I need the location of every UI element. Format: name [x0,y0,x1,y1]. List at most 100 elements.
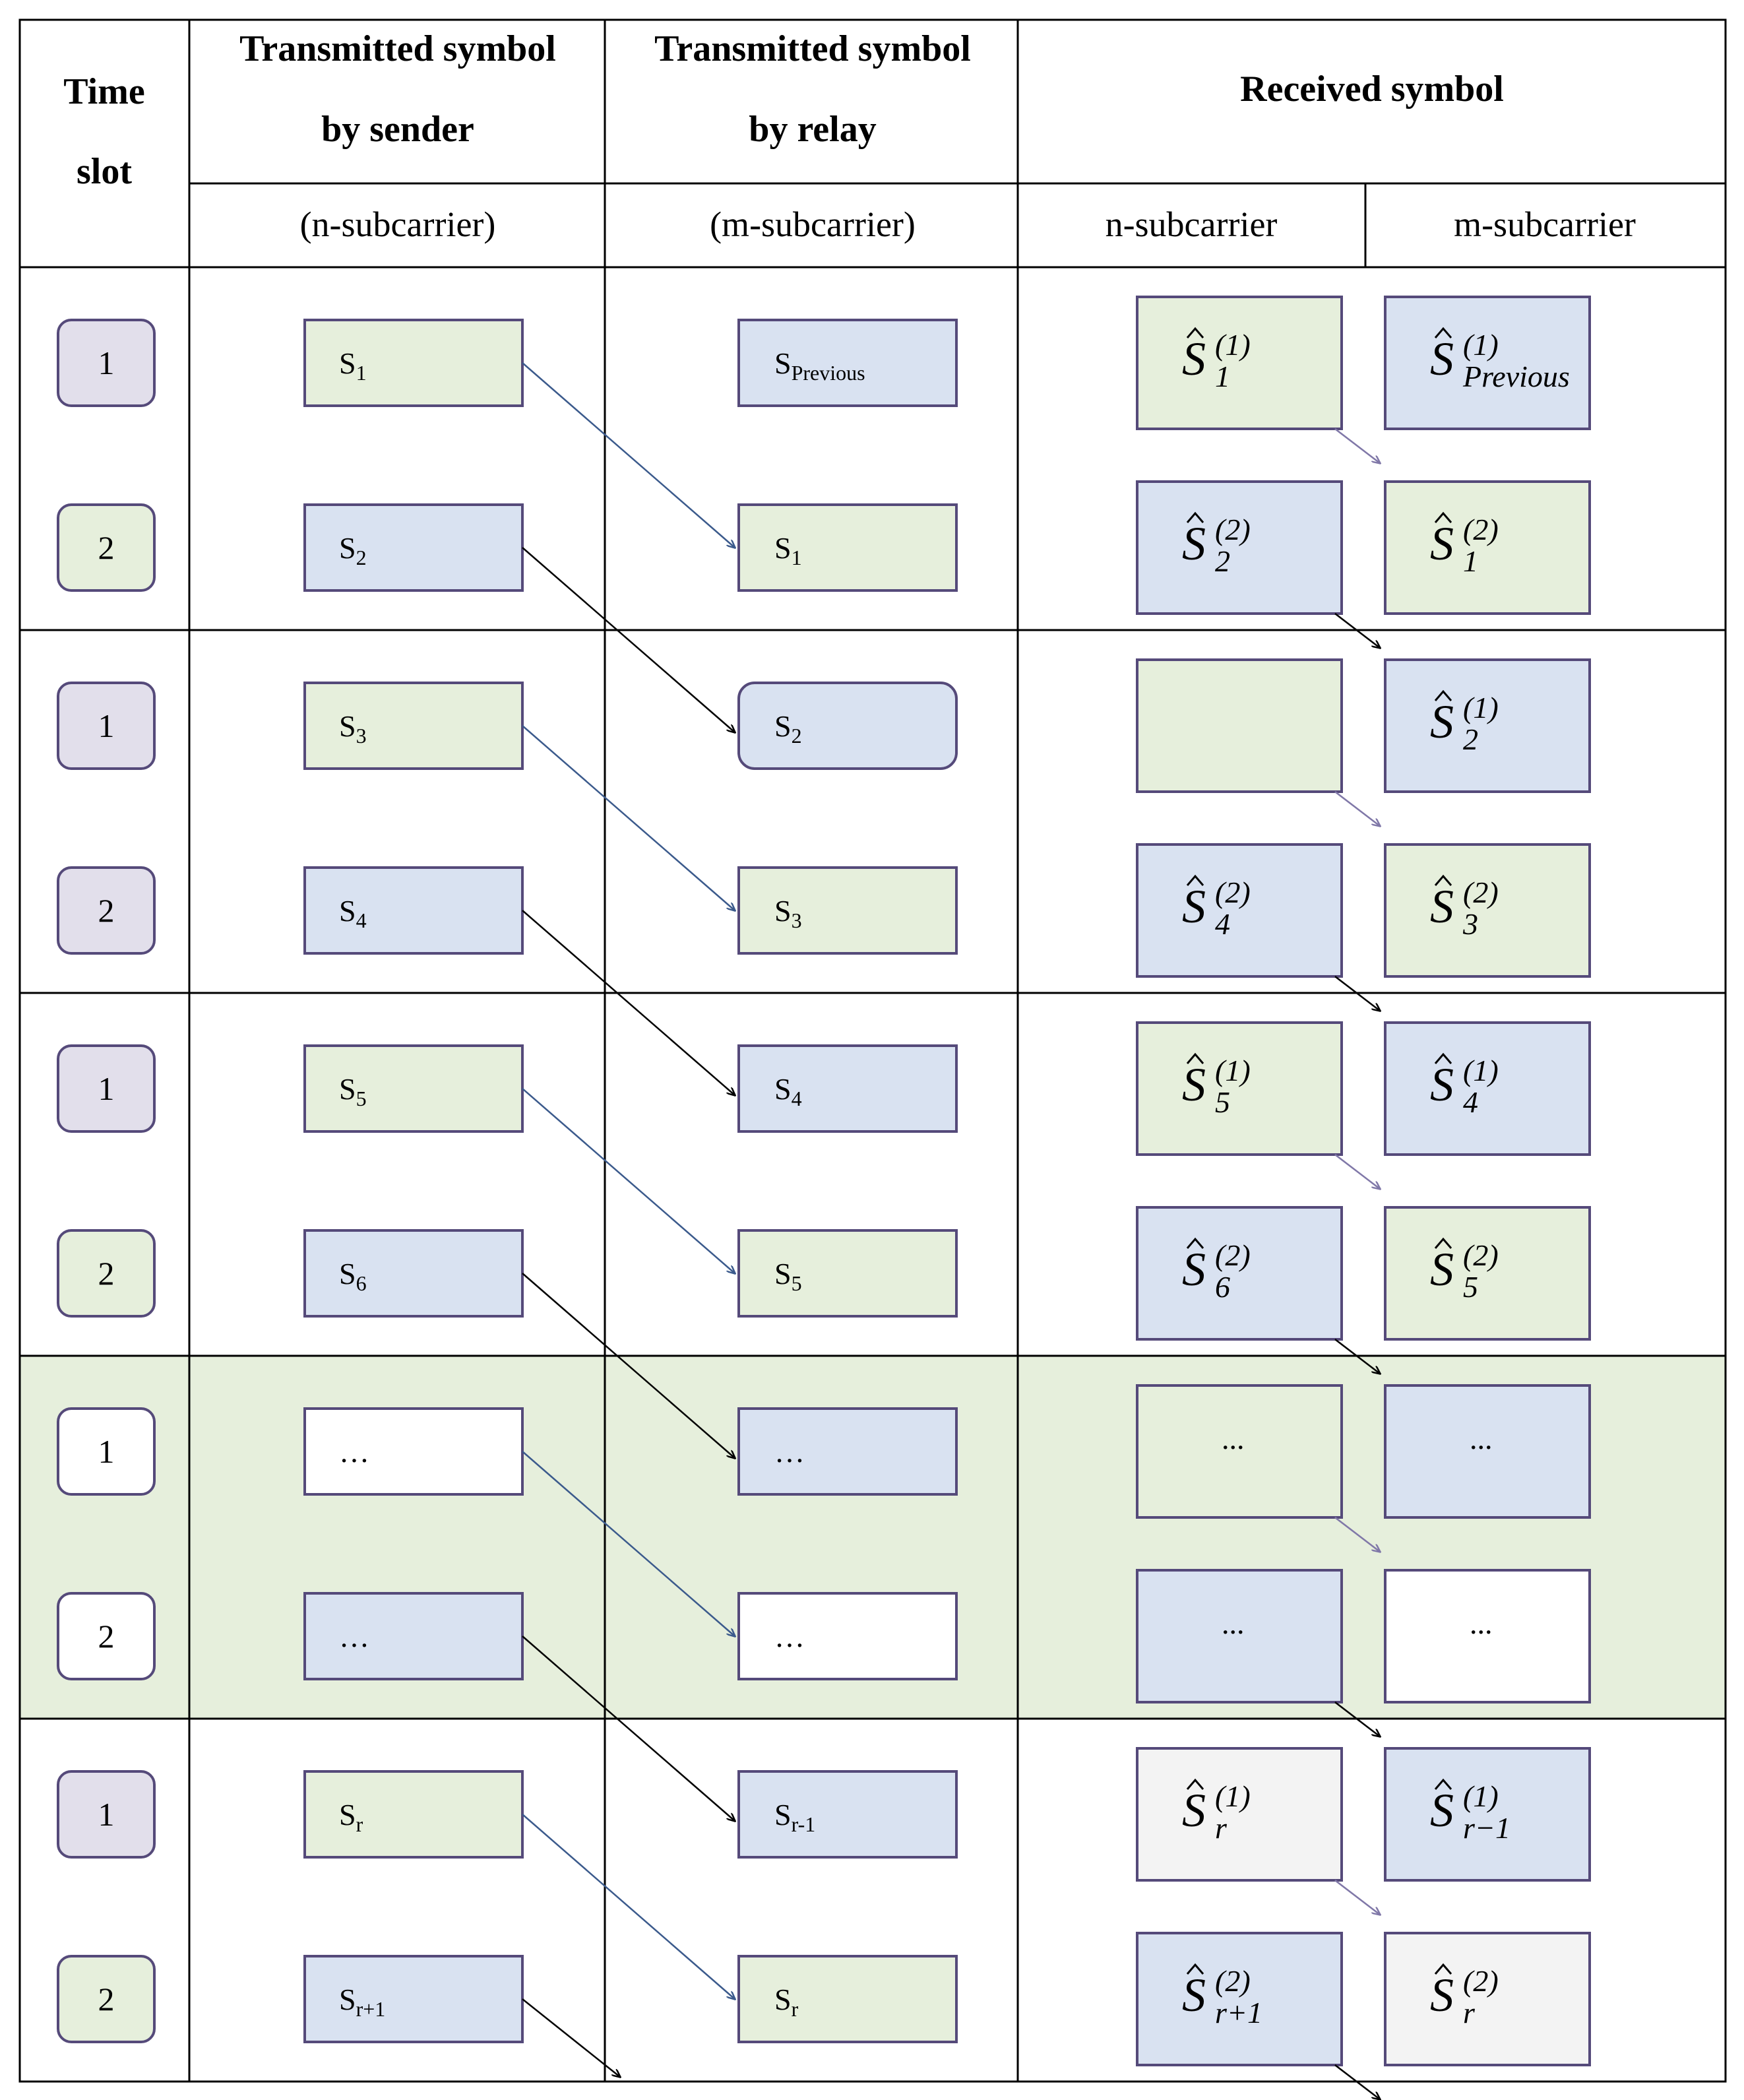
received-m-symbol: S(2)1 [1430,511,1499,578]
sender-symbol-box [303,1592,524,1680]
received-m-box [1384,1206,1591,1341]
time-slot-badge [57,1955,156,2043]
svg-text:r−1: r−1 [1463,1811,1510,1845]
time-slot-badge [57,503,156,592]
received-n-symbol: ... [1222,1607,1245,1640]
relay-symbol-label: S3 [774,894,802,932]
time-slot-number: 2 [98,1981,115,2018]
svg-text:(2): (2) [1215,875,1251,909]
time-slot-number: 1 [98,1070,115,1107]
time-slot-badge [57,1407,156,1496]
svg-text:S: S [1430,1784,1454,1837]
received-m-symbol: S(1)Previous [1430,327,1570,393]
received-n-box [1136,843,1343,978]
transmission-arrow [522,910,735,1095]
reception-arrow [1334,1339,1380,1374]
svg-text:r+1: r+1 [1215,1996,1262,2029]
relay-symbol-box [737,1592,958,1680]
relay-symbol-box [737,503,958,592]
sender-symbol-box [303,682,524,770]
relay-symbol-box [737,1044,958,1133]
time-slot-badge [57,866,156,955]
svg-text:1: 1 [1215,360,1230,393]
svg-text:S: S [1182,880,1206,933]
received-n-symbol: S(1)r [1182,1778,1251,1845]
sender-symbol-label: S5 [339,1072,367,1110]
received-n-symbol: ... [1222,1422,1245,1455]
relay-symbol-label: S4 [774,1072,802,1110]
reception-arrow [1334,428,1380,463]
relay-symbol-label: SPrevious [774,346,865,385]
received-m-box [1384,843,1591,978]
received-n-box [1136,1747,1343,1882]
received-n-symbol: S (2)4 [1182,874,1251,941]
svg-text:S: S [1430,1969,1454,2021]
table-border [18,18,1727,2083]
relay-symbol-label: Sr-1 [774,1798,815,1836]
svg-text:S: S [1430,517,1454,570]
relay-symbol-label: … [774,1620,805,1653]
time-slot-number: 1 [98,1796,115,1833]
transmission-arrow [522,1814,735,1999]
received-m-box [1384,1021,1591,1156]
sender-symbol-box [303,1044,524,1133]
relay-symbol-label: S2 [774,709,802,748]
header-time-slot-line2: slot [77,151,132,192]
time-slot-number: 1 [98,707,115,744]
sender-symbol-label: S6 [339,1257,367,1295]
svg-text:S: S [1182,517,1206,570]
received-n-symbol: S(2)r+1 [1182,1963,1262,2029]
svg-text:Previous: Previous [1462,360,1570,393]
transmission-arrow [522,362,735,548]
header-time-slot-line1: Time [63,71,144,112]
reception-arrow [1334,791,1380,826]
transmission-arrow [522,1273,735,1458]
time-slot-badge [57,1770,156,1859]
svg-text:S: S [1430,880,1454,933]
transmission-arrow [522,1451,735,1636]
reception-arrow [1334,1154,1380,1189]
sender-symbol-box [303,1229,524,1318]
sender-symbol-box [303,1770,524,1859]
svg-text:(1): (1) [1215,1779,1251,1813]
subheader-received-n-subcarrier: n-subcarrier [1106,205,1278,244]
relay-symbol-box [737,1770,958,1859]
sender-symbol-label: S2 [339,531,367,569]
transmission-arrow [522,1998,620,2077]
received-m-symbol: S(1)4 [1430,1052,1499,1119]
received-m-symbol: S(2)r [1430,1963,1499,2029]
received-m-box [1384,1569,1591,1703]
received-m-symbol: S (2)3 [1430,874,1499,941]
received-n-box [1136,296,1343,430]
reception-arrow [1334,1517,1380,1552]
transmission-arrow [522,547,735,732]
svg-text:(1): (1) [1215,1054,1251,1087]
received-n-box [1136,1384,1343,1519]
sender-symbol-label: … [339,1435,369,1469]
received-n-box [1136,1206,1343,1341]
received-n-box [1136,1021,1343,1156]
svg-text:(2): (2) [1215,513,1251,546]
received-n-box [1136,658,1343,793]
svg-text:(2): (2) [1463,1964,1499,1998]
time-slot-badge [57,1592,156,1680]
sender-symbol-box [303,1407,524,1496]
time-slot-number: 2 [98,1255,115,1292]
transmission-arrow [522,1636,735,1821]
received-m-box [1384,480,1591,615]
svg-text:4: 4 [1215,907,1230,941]
svg-text:S: S [1430,1243,1454,1296]
time-slot-badge [57,1229,156,1318]
svg-text:4: 4 [1463,1085,1478,1119]
time-slot-number: 2 [98,892,115,929]
time-slot-badge [57,1044,156,1133]
svg-text:3: 3 [1462,907,1478,941]
sender-symbol-label: Sr [339,1798,363,1836]
sender-symbol-box [303,1955,524,2043]
svg-text:S: S [1182,1969,1206,2021]
reception-arrow [1334,976,1380,1011]
reception-arrow [1334,1702,1380,1736]
reception-arrow [1334,613,1380,648]
svg-text:(2): (2) [1463,875,1499,909]
